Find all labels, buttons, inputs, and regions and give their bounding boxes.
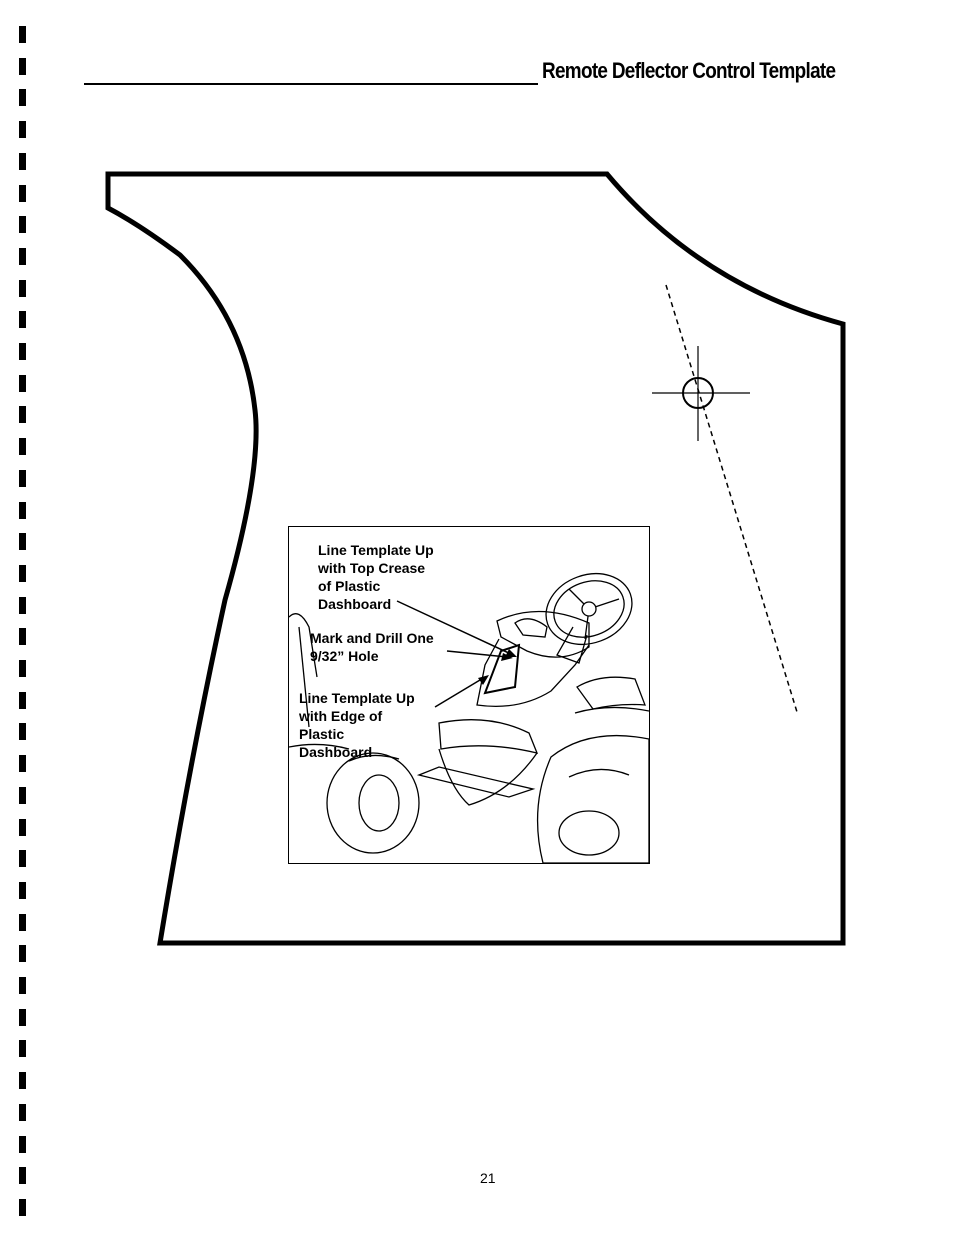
alignment-dashed-line [665,284,798,713]
cut-mark [19,977,26,994]
cut-line-marks [19,26,27,1216]
cut-mark [19,1008,26,1026]
cut-mark [19,469,26,487]
cut-mark [19,596,26,614]
cut-mark [19,1198,26,1216]
cut-mark [19,343,26,360]
cut-mark [19,881,26,899]
cut-mark [19,1103,26,1121]
cut-mark [19,850,26,868]
drill-crosshair [652,346,750,441]
cut-mark [19,438,26,456]
cut-mark [19,501,26,519]
cut-mark [19,184,26,202]
cut-mark [19,691,26,709]
cut-mark [19,564,26,582]
cut-mark [19,279,26,297]
cut-mark [19,660,26,677]
cut-mark [19,945,26,963]
cut-mark [19,247,26,265]
template-border [105,171,846,946]
page-title: Remote Deflector Control Template [542,58,836,83]
callout-arrows [396,600,517,708]
callout-drill-hole: Mark and Drill One 9/32” Hole [310,630,434,664]
title-rule [84,83,538,85]
cut-mark [19,152,26,170]
cut-mark [19,121,26,139]
page-number: 21 [480,1170,496,1186]
callout-edge: Line Template Up with Edge of Plastic Da… [299,690,415,760]
cut-mark [19,533,26,551]
cut-mark [19,818,26,836]
cut-mark [19,89,26,107]
cut-mark [19,755,26,773]
cut-mark [19,57,26,75]
steering-wheel [545,573,633,645]
cut-mark [19,723,26,741]
cut-mark [19,786,26,804]
cut-mark [19,26,26,43]
cut-mark [19,1072,26,1090]
tractor-illustration-box: Line Template Up with Top Crease of Plas… [288,526,650,864]
callout-top-crease: Line Template Up with Top Crease of Plas… [318,542,434,612]
rear-wheel [536,734,649,863]
cut-mark [19,628,26,646]
cut-mark [19,1135,26,1153]
cut-mark [19,1040,26,1058]
cut-mark [19,406,26,424]
drill-hole-circle [682,377,714,409]
cut-mark [19,216,26,234]
cut-mark [19,1167,26,1185]
front-wheel [326,752,420,854]
tractor-illustration [289,573,649,863]
cut-mark [19,374,26,392]
plastic-dashboard [496,610,590,658]
cut-mark [19,913,26,931]
cut-mark [19,311,26,329]
